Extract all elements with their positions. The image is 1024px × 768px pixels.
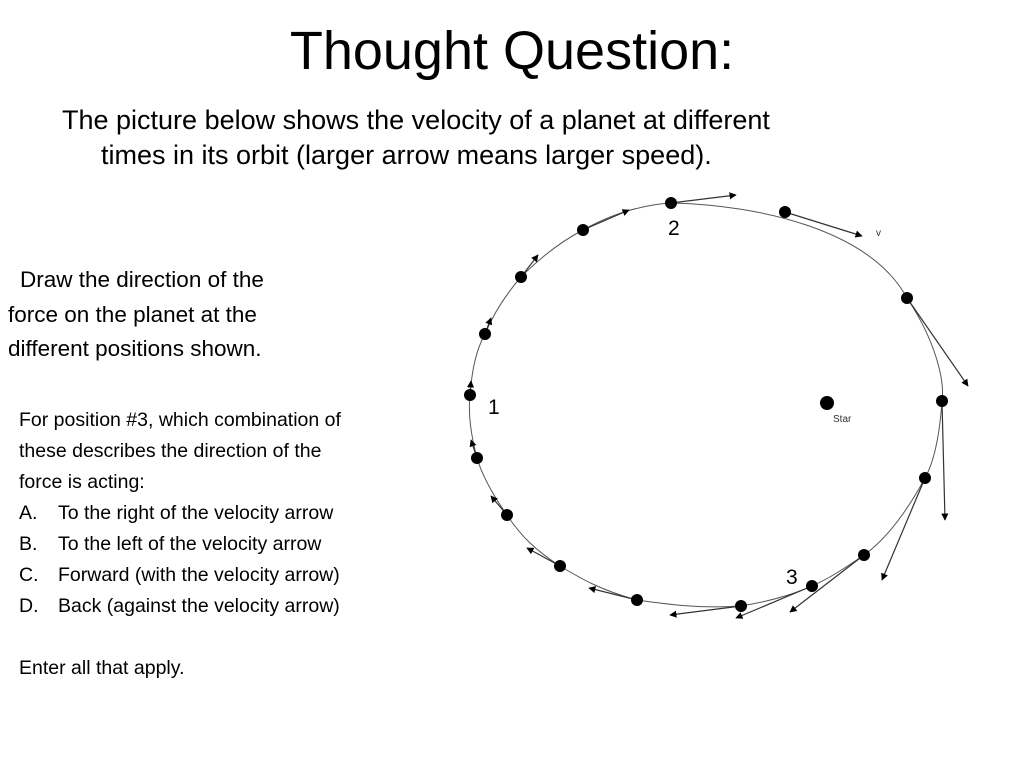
planet-dot <box>665 197 677 209</box>
option-letter: D. <box>19 595 39 617</box>
option-text: Forward (with the velocity arrow) <box>58 564 340 586</box>
position-label-2: 2 <box>668 217 680 240</box>
planet-dot <box>501 509 513 521</box>
velocity-arrow <box>789 554 865 613</box>
velocity-arrow <box>670 192 737 204</box>
planet-dot <box>735 600 747 612</box>
velocity-arrow <box>881 477 926 581</box>
velocity-label: v <box>876 228 881 239</box>
option-letter: B. <box>19 533 38 555</box>
planet-dot <box>471 452 483 464</box>
velocity-arrow <box>582 209 630 231</box>
question-block: For position #3, which combination of th… <box>19 405 459 684</box>
planet-dot <box>779 206 791 218</box>
velocity-arrow <box>784 211 863 238</box>
velocity-arrow <box>669 605 742 618</box>
orbit-path <box>468 202 943 608</box>
planet-positions <box>464 197 948 612</box>
option-letter: A. <box>19 502 38 524</box>
velocity-arrow <box>735 585 813 619</box>
subtitle-line-1: The picture below shows the velocity of … <box>62 105 770 135</box>
planet-dot <box>515 271 527 283</box>
instruction-line-3: different positions shown. <box>8 336 262 361</box>
planet-dot <box>806 580 818 592</box>
star-label: Star <box>833 414 852 425</box>
option-c: C. Forward (with the velocity arrow) <box>19 560 459 591</box>
option-letter: C. <box>19 564 39 586</box>
option-text: Back (against the velocity arrow) <box>58 595 340 617</box>
planet-dot <box>479 328 491 340</box>
velocity-arrow <box>941 400 949 521</box>
question-prompt-line-2: these describes the direction of the <box>19 440 322 462</box>
velocity-arrows <box>466 192 969 619</box>
planet-dot <box>858 549 870 561</box>
velocity-arrow <box>588 586 638 601</box>
planet-dot <box>464 389 476 401</box>
velocity-arrow <box>906 297 969 387</box>
planet-dot <box>577 224 589 236</box>
option-d: D. Back (against the velocity arrow) <box>19 591 459 622</box>
subtitle-line-2: times in its orbit (larger arrow means l… <box>101 140 712 170</box>
star-dot <box>820 396 834 410</box>
position-label-1: 1 <box>488 396 500 419</box>
slide-title: Thought Question: <box>289 21 735 81</box>
instruction-text: Draw the direction of the force on the p… <box>8 263 348 367</box>
option-b: B. To the left of the velocity arrow <box>19 529 459 560</box>
position-label-3: 3 <box>786 566 798 589</box>
planet-dot <box>936 395 948 407</box>
instruction-line-2: force on the planet at the <box>8 301 257 327</box>
question-prompt-line-1: For position #3, which combination of <box>19 409 341 431</box>
planet-dot <box>631 594 643 606</box>
instruction-line-1: Draw the direction of the <box>20 267 264 292</box>
planet-dot <box>554 560 566 572</box>
question-prompt-line-3: force is acting: <box>19 471 145 493</box>
option-text: To the left of the velocity arrow <box>58 533 322 555</box>
planet-dot <box>901 292 913 304</box>
planet-dot <box>919 472 931 484</box>
option-text: To the right of the velocity arrow <box>58 502 334 524</box>
question-footer: Enter all that apply. <box>19 657 185 679</box>
velocity-arrow <box>526 547 561 567</box>
option-a: A. To the right of the velocity arrow <box>19 498 459 529</box>
